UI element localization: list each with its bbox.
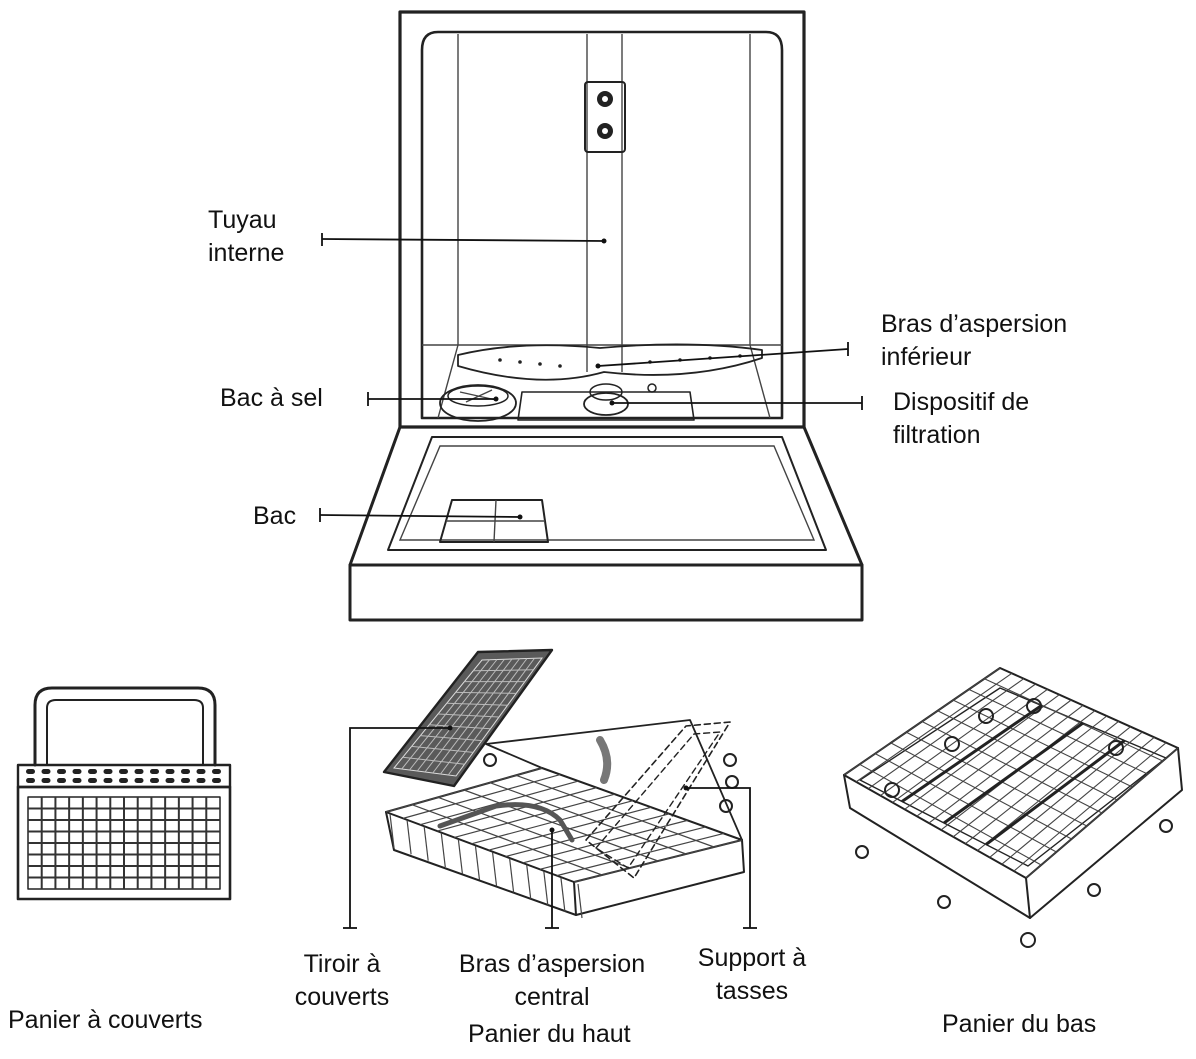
cutlery-basket	[16, 686, 232, 901]
lower-basket	[843, 667, 1183, 948]
filter-assembly	[517, 383, 695, 421]
label-dispositif-filtration: Dispositif de filtration	[893, 388, 1030, 449]
label-support-tasses: Support à tasses	[697, 944, 807, 1005]
upper-basket	[382, 648, 745, 919]
dishwasher-door	[348, 425, 864, 622]
dishwasher-tub	[398, 10, 806, 429]
lower-spray-arm	[457, 343, 763, 381]
salt-container	[439, 384, 517, 422]
label-bac-a-sel: Bac à sel	[220, 384, 323, 412]
label-panier-couverts: Panier à couverts	[8, 1006, 203, 1034]
label-bras-aspersion-central: Bras d’aspersion central	[458, 950, 646, 1011]
leader-lines	[319, 233, 863, 929]
label-panier-bas: Panier du bas	[942, 1010, 1097, 1038]
label-bras-aspersion-inferieur: Bras d’aspersion inférieur	[881, 310, 1068, 371]
label-tiroir-couverts: Tiroir à couverts	[294, 950, 390, 1011]
label-panier-haut: Panier du haut	[468, 1020, 631, 1048]
label-tuyau-interne: Tuyau interne	[208, 206, 285, 267]
internal-pipe	[584, 34, 626, 372]
label-bac: Bac	[253, 502, 297, 530]
